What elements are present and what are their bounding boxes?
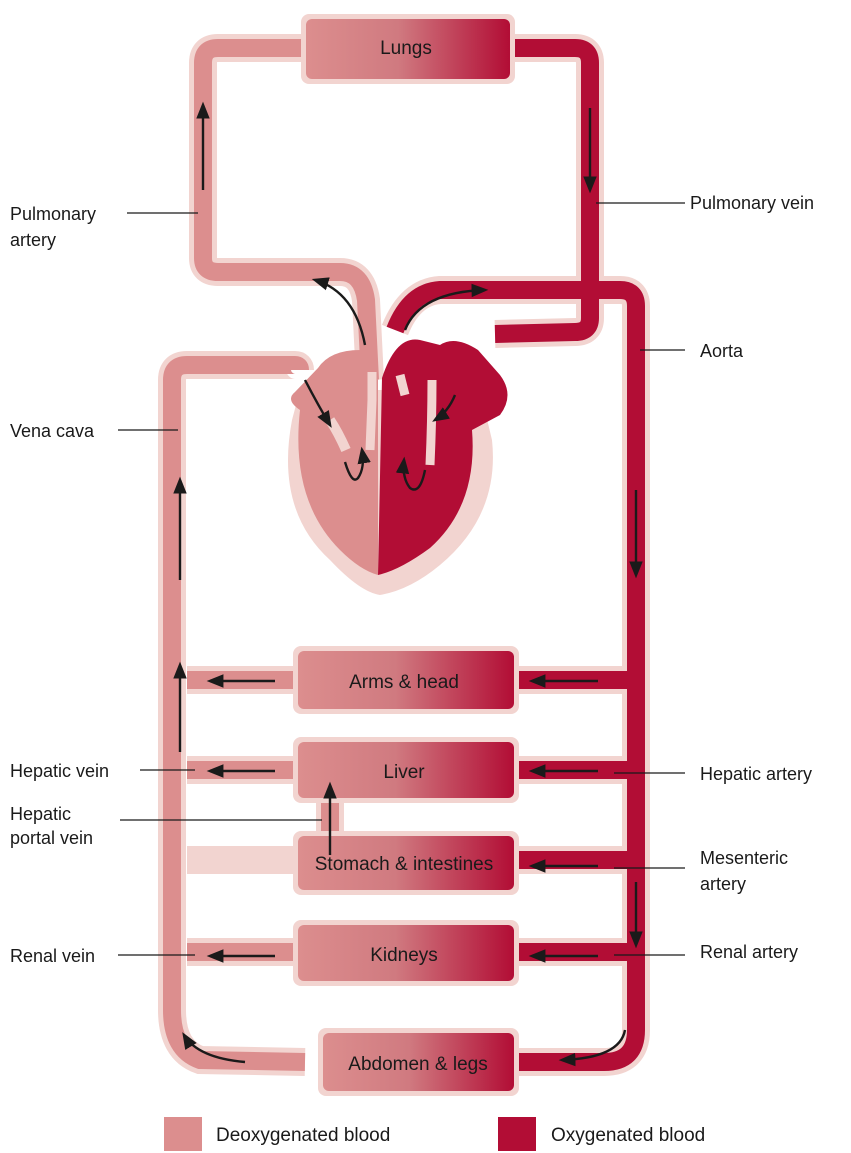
- pulmonary-artery-vessel: [203, 48, 370, 380]
- svg-text:Abdomen & legs: Abdomen & legs: [348, 1054, 487, 1075]
- svg-text:Lungs: Lungs: [380, 38, 432, 59]
- svg-text:Stomach & intestines: Stomach & intestines: [315, 854, 493, 875]
- organ-abdomen-legs: Abdomen & legs: [318, 1028, 519, 1096]
- organ-kidneys: Kidneys: [293, 920, 519, 986]
- heart: [288, 339, 508, 595]
- legend: Deoxygenated blood Oxygenated blood: [164, 1117, 705, 1151]
- svg-text:Arms & head: Arms & head: [349, 672, 459, 693]
- label-hepatic-vein: Hepatic vein: [10, 761, 109, 781]
- label-mesenteric-artery: Mesenteric artery: [700, 848, 793, 894]
- svg-text:Liver: Liver: [383, 762, 425, 783]
- organ-lungs: Lungs: [301, 14, 515, 84]
- svg-text:Kidneys: Kidneys: [370, 945, 438, 966]
- legend-label-oxygenated: Oxygenated blood: [551, 1125, 705, 1146]
- label-pulmonary-artery: Pulmonary artery: [10, 204, 101, 250]
- organ-stomach-intestines: Stomach & intestines: [293, 831, 519, 895]
- organ-liver: Liver: [293, 737, 519, 803]
- label-hepatic-portal-vein: Hepatic portal vein: [10, 804, 93, 848]
- organ-arms-head: Arms & head: [293, 646, 519, 714]
- label-aorta: Aorta: [700, 341, 744, 361]
- right-heart: [291, 350, 378, 575]
- legend-label-deoxygenated: Deoxygenated blood: [216, 1125, 390, 1146]
- label-hepatic-artery: Hepatic artery: [700, 764, 812, 784]
- label-vena-cava: Vena cava: [10, 421, 95, 441]
- legend-swatch-deoxygenated: [164, 1117, 202, 1151]
- legend-swatch-oxygenated: [498, 1117, 536, 1151]
- label-renal-vein: Renal vein: [10, 946, 95, 966]
- label-pulmonary-vein: Pulmonary vein: [690, 193, 814, 213]
- label-renal-artery: Renal artery: [700, 942, 798, 962]
